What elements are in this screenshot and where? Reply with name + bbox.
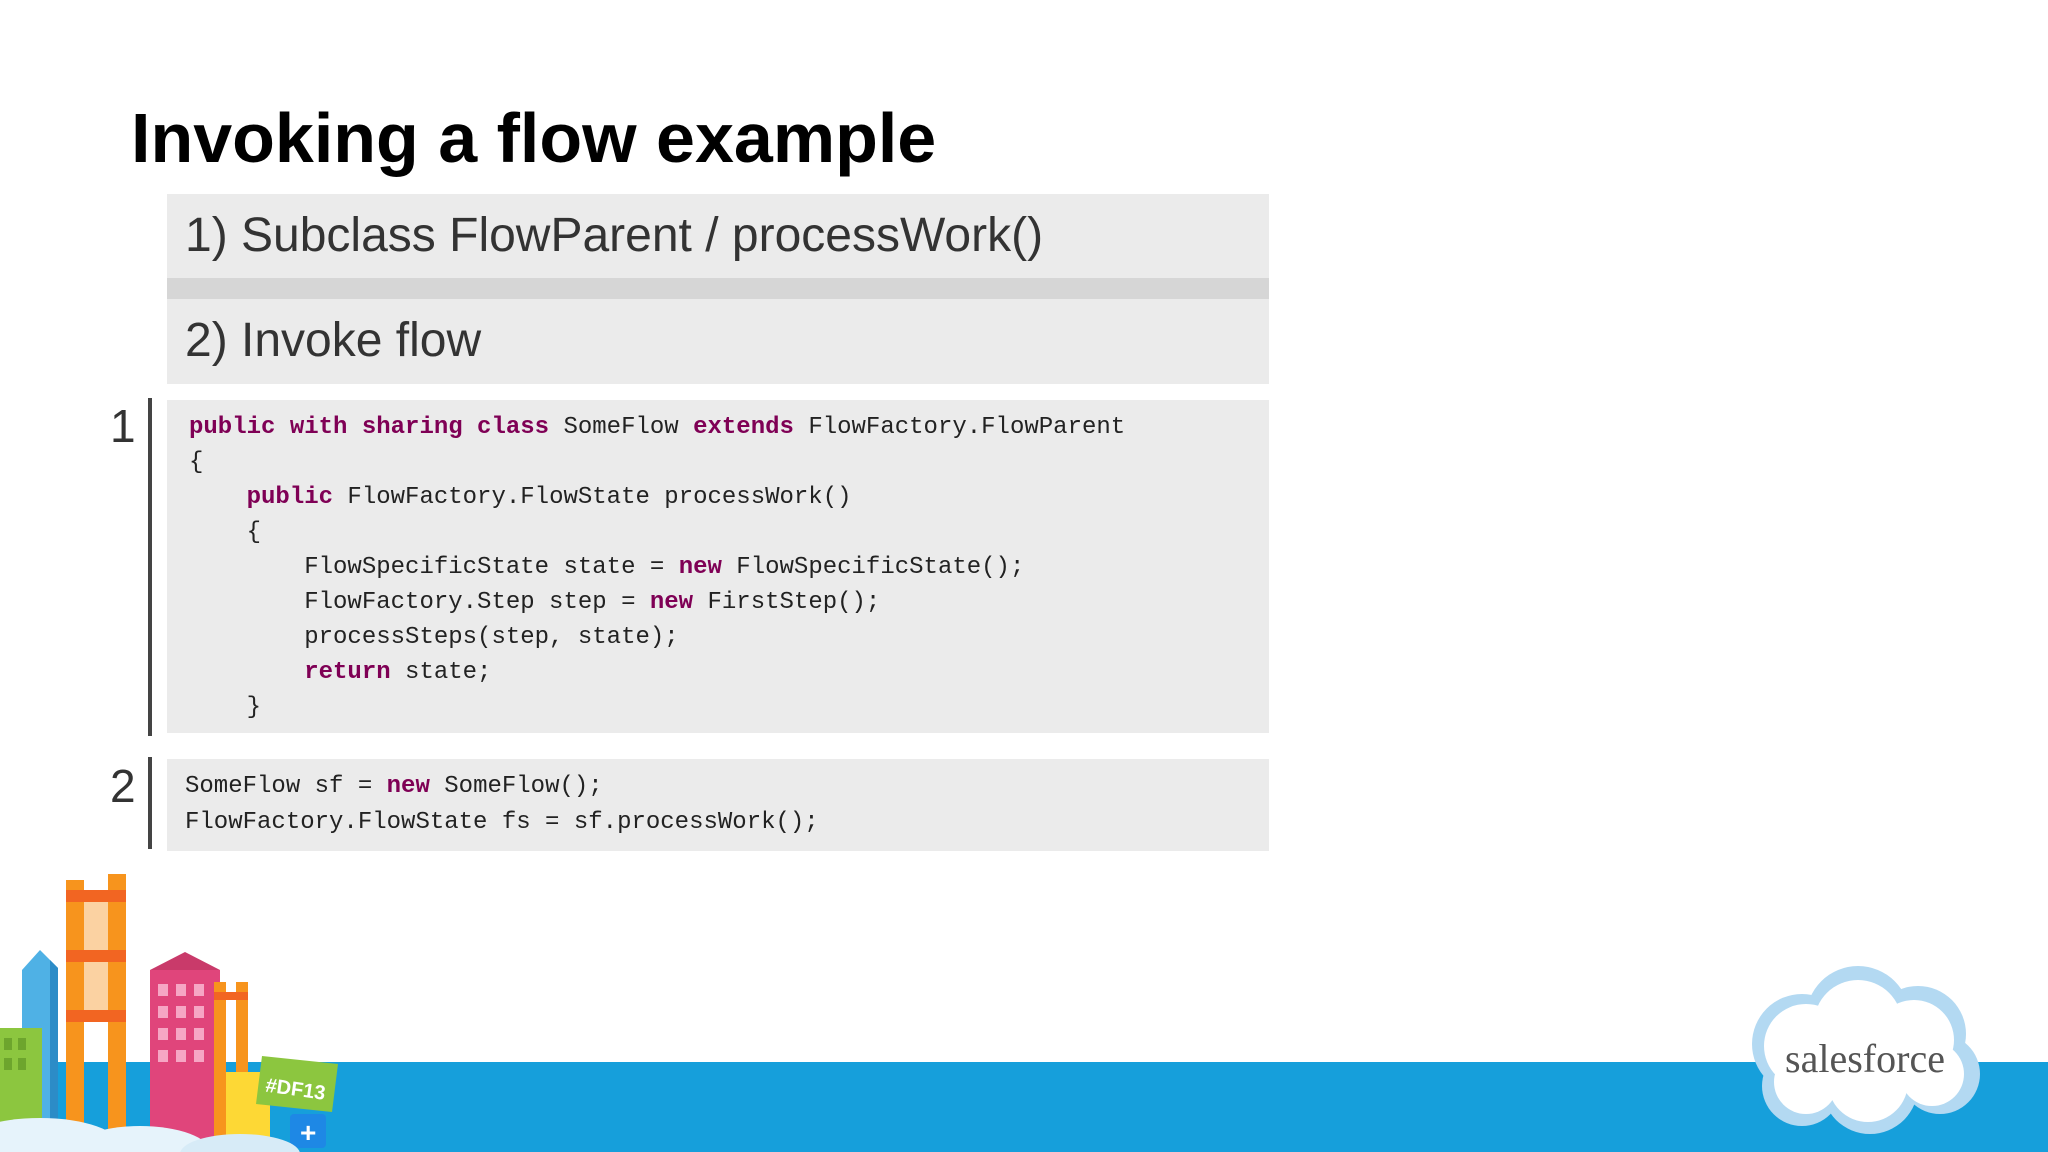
code-text: {	[189, 449, 204, 476]
code-text	[189, 659, 304, 686]
code-keyword: return	[304, 659, 391, 686]
code-keyword: new	[678, 554, 722, 581]
code-text: FlowFactory.Step step =	[189, 589, 650, 616]
code-line: processSteps(step, state);	[189, 620, 1269, 655]
code-block-1-marker: 1	[110, 400, 136, 452]
code-block-2-bar	[148, 757, 152, 849]
code-text: processSteps(step, state);	[189, 624, 679, 651]
code-text: FlowFactory.FlowState processWork()	[333, 484, 852, 511]
code-keyword: new	[649, 589, 694, 616]
code-block-2: SomeFlow sf = new SomeFlow(); FlowFactory…	[167, 759, 1269, 851]
code-keyword: extends	[693, 414, 794, 441]
code-text: SomeFlow	[549, 414, 694, 441]
code-block-1-bar	[148, 398, 152, 736]
salesforce-logo: salesforce	[1752, 966, 1980, 1134]
code-keyword: new	[386, 773, 430, 800]
code-text: }	[189, 694, 262, 721]
step-1-label: 1) Subclass FlowParent / processWork()	[167, 194, 1269, 278]
footer-band	[0, 1062, 2048, 1152]
code-line: }	[189, 690, 1269, 725]
code-text: state;	[390, 659, 492, 686]
code-block-2-marker: 2	[110, 760, 136, 812]
code-text: FirstStep();	[693, 589, 881, 616]
step-2-label: 2) Invoke flow	[167, 299, 1269, 384]
code-line: public FlowFactory.FlowState processWork…	[189, 480, 1269, 515]
code-line: FlowFactory.Step step = new FirstStep();	[189, 585, 1269, 620]
code-keyword: public with sharing class	[189, 414, 550, 441]
code-text	[189, 484, 247, 511]
code-text: {	[189, 519, 262, 546]
code-text: SomeFlow();	[429, 773, 603, 800]
plus-badge-text: +	[300, 1117, 316, 1148]
code-block-1: public with sharing class SomeFlow exten…	[167, 400, 1269, 733]
city-skyline-illustration: #DF13 +	[0, 874, 338, 1152]
code-text: FlowSpecificState state =	[189, 554, 679, 581]
code-text: FlowFactory.FlowParent	[793, 414, 1126, 441]
step-divider	[167, 278, 1269, 299]
code-line: FlowFactory.FlowState fs = sf.processWor…	[185, 805, 1269, 841]
code-line: public with sharing class SomeFlow exten…	[189, 410, 1269, 445]
code-text: FlowSpecificState();	[721, 554, 1025, 581]
code-text: SomeFlow sf =	[185, 773, 387, 800]
code-line: FlowSpecificState state = new FlowSpecif…	[189, 550, 1269, 585]
salesforce-logo-text: salesforce	[1785, 1036, 1945, 1081]
code-line: {	[189, 445, 1269, 480]
code-line: return state;	[189, 655, 1269, 690]
code-line: {	[189, 515, 1269, 550]
slide-title: Invoking a flow example	[131, 99, 937, 177]
code-line: SomeFlow sf = new SomeFlow();	[185, 769, 1269, 805]
code-keyword: public	[246, 484, 334, 511]
code-text: FlowFactory.FlowState fs = sf.processWor…	[185, 809, 819, 836]
